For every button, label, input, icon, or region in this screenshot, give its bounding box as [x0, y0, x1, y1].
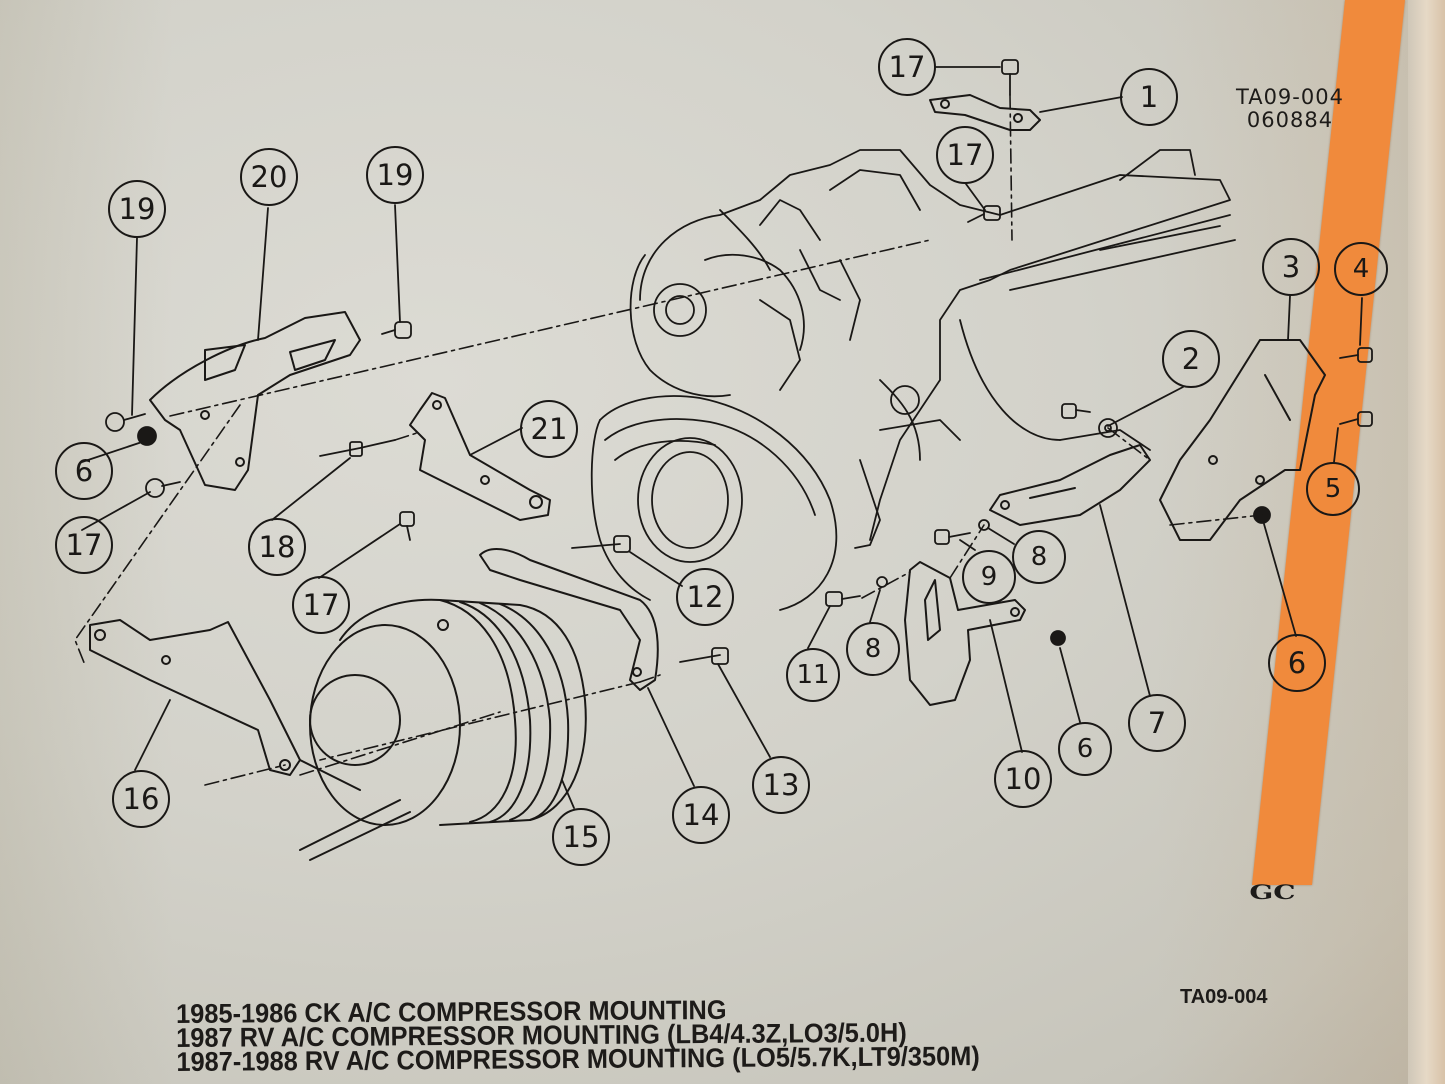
- callout-13: 13: [752, 756, 810, 814]
- fasteners-drawing: [105, 59, 1373, 665]
- callout-1: 1: [1120, 68, 1178, 126]
- callout-8: 8: [846, 622, 900, 676]
- callout-17: 17: [936, 126, 994, 184]
- compressor-drawing: [299, 598, 587, 861]
- callout-5: 5: [1306, 462, 1360, 516]
- reference-code-bottom: TA09-004: [1180, 986, 1268, 1008]
- caption-line-3: 1987-1988 RV A/C COMPRESSOR MOUNTING (LO…: [176, 1041, 980, 1077]
- date-code-top: 060884: [1246, 108, 1334, 132]
- callout-3: 3: [1262, 238, 1320, 296]
- callout-8: 8: [1012, 530, 1066, 584]
- figure-captions: 1985-1986 CK A/C COMPRESSOR MOUNTING 198…: [176, 995, 980, 1077]
- callout-16: 16: [112, 770, 170, 828]
- callout-9: 9: [962, 550, 1016, 604]
- callout-4: 4: [1334, 242, 1388, 296]
- callout-19: 19: [108, 180, 166, 238]
- callout-11: 11: [786, 648, 840, 702]
- callout-7: 7: [1128, 694, 1186, 752]
- callout-21: 21: [520, 400, 578, 458]
- brace-14-drawing: [479, 548, 659, 691]
- bracket-16-drawing: [89, 619, 301, 776]
- callout-18: 18: [248, 518, 306, 576]
- callout-20: 20: [240, 148, 298, 206]
- callout-12: 12: [676, 568, 734, 626]
- bracket-21-drawing: [409, 392, 551, 521]
- bracket-10-drawing: [904, 561, 1026, 706]
- callout-15: 15: [552, 808, 610, 866]
- reference-code-top: TA09-004: [1236, 85, 1344, 109]
- callout-14: 14: [672, 786, 730, 844]
- callout-6: 6: [55, 442, 113, 500]
- bracket-1-drawing: [929, 94, 1041, 131]
- callout-19: 19: [366, 146, 424, 204]
- page-stack-edge: [1408, 0, 1445, 1084]
- leader-lines: [81, 66, 1363, 809]
- bracket-20-drawing: [149, 311, 361, 491]
- crankshaft-pulley-drawing: [590, 395, 838, 611]
- callout-17: 17: [878, 38, 936, 96]
- callout-17: 17: [292, 576, 350, 634]
- brace-7-drawing: [989, 444, 1151, 526]
- callout-10: 10: [994, 750, 1052, 808]
- callout-6: 6: [1058, 722, 1112, 776]
- callout-2: 2: [1162, 330, 1220, 388]
- bracket-3-drawing: [1159, 339, 1326, 541]
- engine-block-drawing: [629, 149, 1236, 549]
- reference-code-block: TA09-004 060884: [1236, 86, 1344, 132]
- callout-17: 17: [55, 516, 113, 574]
- publisher-logo-icon: GC: [1248, 880, 1296, 904]
- alignment-lines: [74, 94, 1263, 786]
- callout-6: 6: [1268, 634, 1326, 692]
